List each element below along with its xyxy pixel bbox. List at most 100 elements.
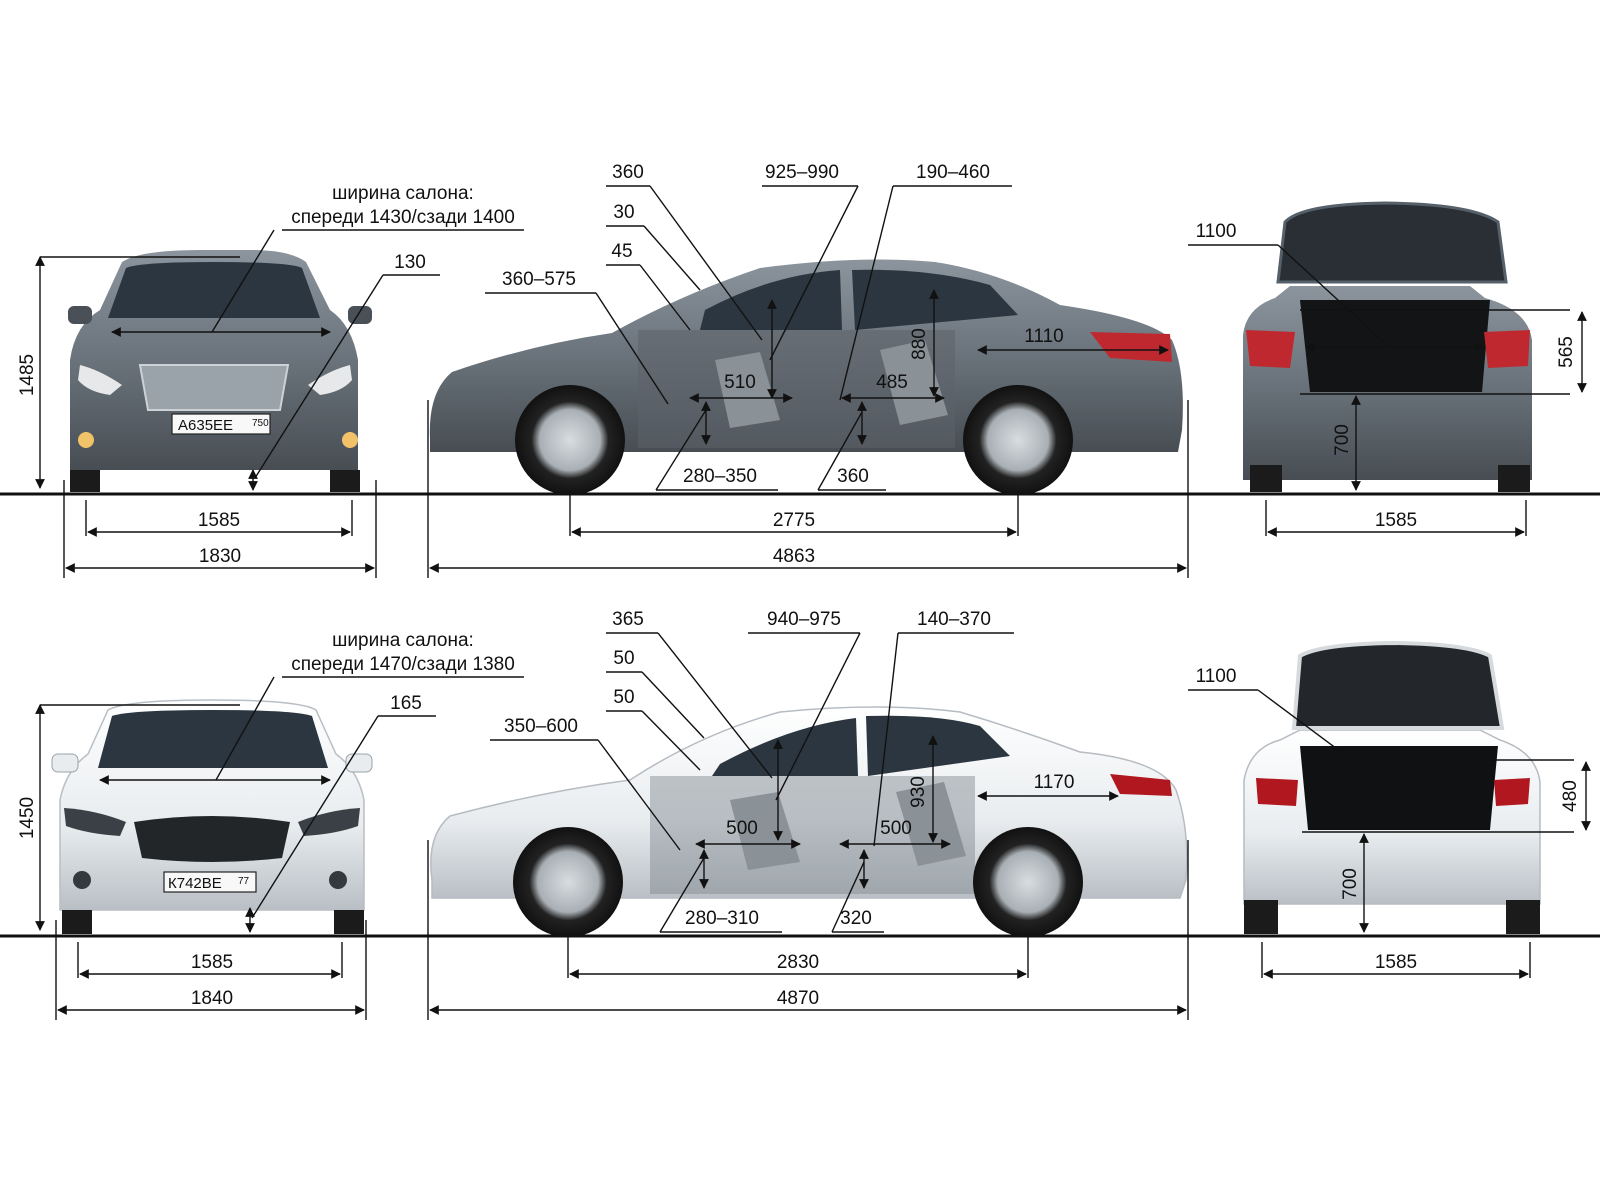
car2-rear-tyre-left	[1244, 900, 1278, 934]
car2-front-headroom-leader	[775, 632, 861, 801]
car2-side-window-rear	[866, 715, 1010, 776]
car2-trunk-opening-value: 480	[1560, 780, 1581, 812]
car1-headlight-left	[78, 365, 122, 395]
car1-diagram: А635ЕЕ 750 1485 ширина салона: спереди 1…	[0, 162, 1600, 578]
car2-headlight-left	[64, 808, 126, 836]
car2-cabin-width-leader	[215, 676, 275, 781]
car2-taillight	[1110, 774, 1172, 796]
car1-clearance-leader	[254, 274, 384, 479]
car1-trunk-opening-value: 565	[1556, 336, 1577, 368]
car1-front-tyre-right	[330, 470, 360, 492]
car2-taillight-left	[1256, 778, 1298, 806]
car1-front-windshield	[108, 262, 320, 318]
car2-height-value: 1450	[17, 797, 38, 839]
car2-front-wheel	[513, 827, 623, 937]
car2-front-cushion-h-value: 280–310	[685, 908, 759, 929]
car1-plate-number: А635ЕЕ	[178, 417, 233, 434]
car2-foglight-left	[73, 871, 91, 889]
car2-plate-region: 77	[238, 876, 250, 887]
car2-license-plate: К742ВЕ 77	[163, 871, 257, 893]
car2-rear-legroom-leader	[873, 632, 899, 847]
car1-front-cushion-h-leader	[655, 409, 707, 491]
car1-grille	[138, 364, 290, 411]
car1-rear-wheel	[963, 385, 1073, 495]
car1-headlight-right	[308, 365, 352, 395]
car2-width-value: 1840	[191, 988, 233, 1009]
car2-cabin-width-label: ширина салона:	[332, 630, 474, 651]
car2-trunk-lid	[1291, 640, 1505, 730]
car1-taillight-right	[1484, 330, 1530, 368]
car2-front-cushion-h-leader	[659, 857, 705, 933]
car2-front-windshield	[98, 710, 328, 768]
car2-trunk-width-value: 1100	[1196, 666, 1237, 687]
car1-angle-1-leader	[643, 225, 701, 291]
car2-rear-cushion-h-value: 320	[840, 908, 872, 929]
car1-front-track-value: 1585	[198, 510, 240, 531]
car1-front-wheel	[515, 385, 625, 495]
car1-angle-2-leader	[639, 264, 691, 331]
car2-rear-wheel	[973, 827, 1083, 937]
car1-front-headroom-leader	[769, 185, 859, 361]
car2-ground-clearance-value: 165	[390, 693, 422, 714]
car1-trunk-width-leader	[1277, 244, 1389, 347]
car2-trunk-width-leader	[1257, 689, 1393, 791]
car1-seat-travel-leader	[595, 292, 669, 405]
car1-foglight-right	[342, 432, 358, 448]
car1-angle-2-value: 45	[611, 241, 632, 262]
car2-rear-track-value: 1585	[1375, 952, 1417, 973]
car1-trunk-width-value: 1100	[1196, 221, 1237, 242]
car1-interior-cutaway	[638, 330, 955, 448]
car2-angle-2-value: 50	[613, 687, 634, 708]
car1-rear-legroom-leader	[839, 185, 894, 401]
car1-seat-travel-value: 360–575	[502, 269, 576, 290]
car2-side-view	[430, 706, 1188, 937]
car2-trunk-length-value: 1170	[1034, 772, 1075, 793]
car2-rear-tyre-right	[1506, 900, 1540, 934]
car2-wheelbase-value: 2830	[777, 952, 819, 973]
car1-rear-headroom-value: 880	[909, 328, 930, 360]
car1-side-view	[429, 259, 1183, 495]
car2-rear-cushion-h-leader	[831, 861, 865, 933]
car1-rear-view	[1243, 201, 1532, 492]
car1-license-plate: А635ЕЕ 750	[171, 413, 271, 435]
car2-headlight-right	[298, 808, 360, 836]
car2-grille	[134, 816, 290, 862]
car2-mirror-right	[345, 753, 373, 773]
car2-head-front-value: 365	[612, 609, 644, 630]
car2-interior-cutaway	[650, 776, 975, 894]
car2-rear-seat-len-value: 500	[880, 818, 912, 839]
car1-rear-tyre-left	[1250, 465, 1282, 492]
car1-rear-tyre-right	[1498, 465, 1530, 492]
car2-plate-number: К742ВЕ	[168, 875, 222, 892]
car1-angle-1-value: 30	[613, 202, 634, 223]
car1-front-headroom-value: 925–990	[765, 162, 839, 183]
car1-rear-cushion-h-value: 360	[837, 466, 869, 487]
car1-rear-legroom-value: 190–460	[916, 162, 990, 183]
car1-rear-track-value: 1585	[1375, 510, 1417, 531]
car1-cabin-width-label: ширина салона:	[332, 183, 474, 204]
car2-head-front-leader	[657, 632, 773, 779]
car1-cabin-width-values: спереди 1430/сзади 1400	[291, 207, 515, 228]
car2-seat-travel-value: 350–600	[504, 716, 578, 737]
car1-cabin-width-leader	[211, 229, 275, 333]
car2-seat-travel-leader	[597, 739, 681, 851]
car2-rear-view	[1243, 640, 1541, 934]
car2-front-view: К742ВЕ 77	[51, 699, 373, 934]
car1-front-cushion-h-value: 280–350	[683, 466, 757, 487]
car1-rear-cushion-h-leader	[817, 411, 863, 491]
car1-foglight-left	[78, 432, 94, 448]
car2-front-track-value: 1585	[191, 952, 233, 973]
car2-front-tyre-right	[334, 910, 364, 934]
car2-load-height-value: 700	[1340, 868, 1361, 900]
car2-rear-legroom-value: 140–370	[917, 609, 991, 630]
car1-trunk-opening	[1300, 300, 1490, 392]
car1-load-height-value: 700	[1332, 424, 1353, 456]
car1-rear-seat-len-value: 485	[876, 372, 908, 393]
car2-side-window-front	[712, 718, 858, 776]
car1-front-seat	[715, 352, 780, 428]
car1-trunk-length-value: 1110	[1024, 326, 1063, 347]
car1-height-value: 1485	[17, 354, 38, 396]
car1-front-seat-len-value: 510	[724, 372, 756, 393]
car2-rear-headroom-value: 930	[908, 776, 929, 808]
car1-front-tyre-left	[70, 470, 100, 492]
